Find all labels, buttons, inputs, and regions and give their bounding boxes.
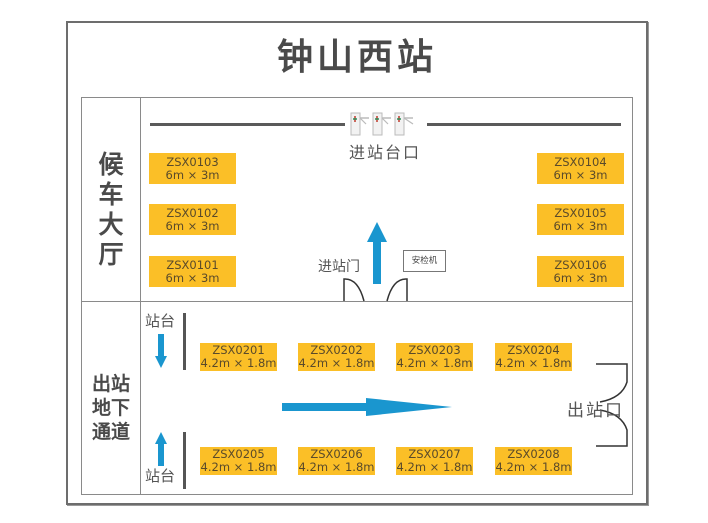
turnstile-icon <box>350 112 369 136</box>
booth-zsx0205[interactable]: ZSX0205 4.2m × 1.8m <box>200 447 277 475</box>
exit-door-top-icon <box>596 363 628 403</box>
booth-id: ZSX0202 <box>310 343 363 357</box>
down-arrow-icon <box>155 334 167 368</box>
turnstile-icon <box>372 112 391 136</box>
booth-id: ZSX0105 <box>554 205 607 220</box>
booth-id: ZSX0102 <box>166 205 219 220</box>
platform-top-label: 站台 <box>145 312 176 330</box>
booth-zsx0201[interactable]: ZSX0201 4.2m × 1.8m <box>200 343 277 371</box>
entrance-wall-right <box>427 123 621 126</box>
exit-tunnel-label: 出站 地下 通道 <box>82 372 140 444</box>
booth-zsx0103[interactable]: ZSX0103 6m × 3m <box>149 153 236 184</box>
exit-tunnel-label-line: 通道 <box>91 421 130 443</box>
booth-zsx0104[interactable]: ZSX0104 6m × 3m <box>537 153 624 184</box>
booth-id: ZSX0206 <box>310 447 363 461</box>
booth-zsx0208[interactable]: ZSX0208 4.2m × 1.8m <box>495 447 572 475</box>
up-arrow-icon <box>155 432 167 466</box>
booth-zsx0105[interactable]: ZSX0105 6m × 3m <box>537 204 624 235</box>
booth-size: 6m × 3m <box>553 167 608 182</box>
platform-wall-bottom <box>183 432 186 489</box>
entry-arrow-icon <box>367 222 387 284</box>
booth-size: 6m × 3m <box>553 218 608 233</box>
booth-size: 4.2m × 1.8m <box>298 460 375 474</box>
door-left-icon <box>343 278 365 302</box>
waiting-hall-label-text: 候车大厅 <box>98 150 124 269</box>
booth-size: 6m × 3m <box>165 167 220 182</box>
booth-size: 4.2m × 1.8m <box>200 356 277 370</box>
station-title: 钟山西站 <box>276 37 437 78</box>
booth-id: ZSX0204 <box>507 343 560 357</box>
booth-id: ZSX0106 <box>554 257 607 272</box>
booth-zsx0204[interactable]: ZSX0204 4.2m × 1.8m <box>495 343 572 371</box>
booth-zsx0206[interactable]: ZSX0206 4.2m × 1.8m <box>298 447 375 475</box>
waiting-hall-label: 候车大厅 <box>82 150 140 270</box>
gate-label: 进站门 <box>318 259 360 275</box>
booth-size: 4.2m × 1.8m <box>495 356 572 370</box>
exit-tunnel-label-line: 出站 <box>91 373 130 395</box>
booth-size: 4.2m × 1.8m <box>200 460 277 474</box>
label-column-divider <box>140 97 141 495</box>
turnstiles <box>350 112 414 136</box>
booth-id: ZSX0104 <box>554 154 607 169</box>
exit-door-bottom-icon <box>596 409 628 447</box>
booth-zsx0101[interactable]: ZSX0101 6m × 3m <box>149 256 236 287</box>
booth-zsx0102[interactable]: ZSX0102 6m × 3m <box>149 204 236 235</box>
booth-id: ZSX0205 <box>212 447 265 461</box>
entrance-wall-left <box>150 123 345 126</box>
booth-zsx0106[interactable]: ZSX0106 6m × 3m <box>537 256 624 287</box>
booth-id: ZSX0203 <box>408 343 461 357</box>
door-right-icon <box>386 278 408 302</box>
booth-id: ZSX0207 <box>408 447 461 461</box>
booth-zsx0203[interactable]: ZSX0203 4.2m × 1.8m <box>396 343 473 371</box>
security-scanner: 安检机 <box>403 250 446 272</box>
turnstile-icon <box>394 112 414 136</box>
section-divider <box>81 301 632 302</box>
booth-zsx0207[interactable]: ZSX0207 4.2m × 1.8m <box>396 447 473 475</box>
booth-zsx0202[interactable]: ZSX0202 4.2m × 1.8m <box>298 343 375 371</box>
booth-size: 4.2m × 1.8m <box>396 356 473 370</box>
entry-doors <box>343 278 408 302</box>
floor-plan-border <box>81 97 633 495</box>
booth-id: ZSX0201 <box>212 343 265 357</box>
booth-size: 4.2m × 1.8m <box>495 460 572 474</box>
booth-size: 6m × 3m <box>165 270 220 285</box>
booth-size: 4.2m × 1.8m <box>396 460 473 474</box>
booth-size: 6m × 3m <box>165 218 220 233</box>
platform-bottom-label: 站台 <box>145 467 176 485</box>
booth-size: 4.2m × 1.8m <box>298 356 375 370</box>
entrance-label: 进站台口 <box>348 143 421 162</box>
exit-doors <box>596 363 628 447</box>
booth-id: ZSX0101 <box>166 257 219 272</box>
exit-label: 出站口 <box>567 401 624 421</box>
platform-wall-top <box>183 313 186 370</box>
booth-size: 6m × 3m <box>553 270 608 285</box>
booth-id: ZSX0208 <box>507 447 560 461</box>
exit-flow-arrow-icon <box>282 398 452 416</box>
booth-id: ZSX0103 <box>166 154 219 169</box>
exit-tunnel-label-line: 地下 <box>91 397 130 419</box>
